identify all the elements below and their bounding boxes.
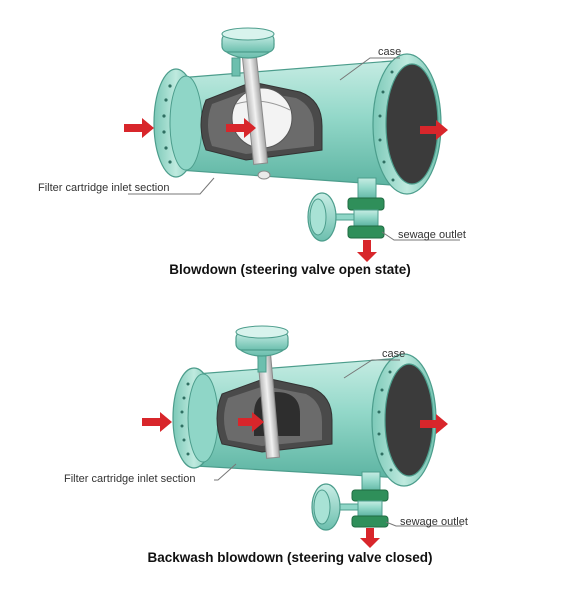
sewage-valve-2[interactable] (311, 471, 389, 531)
inlet-label: Filter cartridge inlet section (38, 182, 169, 194)
caption-blowdown: Blowdown (steering valve open state) (169, 262, 411, 277)
leader-lines (128, 57, 460, 241)
flow-arrows (124, 118, 448, 262)
case-label-2: case (382, 348, 405, 360)
flow-arrows-2 (142, 412, 448, 548)
handwheel-top-2[interactable] (235, 325, 289, 373)
outlet-arrow-2 (420, 414, 448, 434)
inner-arrow-2 (238, 412, 264, 432)
outlet-label-2: sewage outlet (400, 516, 468, 528)
outlet-arrow (420, 120, 448, 140)
diagram-blowdown-open: case Filter cartridge inlet section sewa… (38, 27, 466, 277)
inlet-arrow-2 (142, 412, 172, 432)
inlet-label-2: Filter cartridge inlet section (64, 473, 195, 485)
sewage-valve[interactable] (307, 177, 385, 242)
sewage-arrow (357, 240, 377, 262)
diagram-backwash-closed: case Filter cartridge inlet section sewa… (64, 325, 468, 565)
handwheel-top[interactable] (221, 27, 275, 77)
inlet-arrow (124, 118, 154, 138)
filter-housing (153, 53, 442, 195)
case-label: case (378, 46, 401, 58)
outlet-label: sewage outlet (398, 229, 466, 241)
filter-housing-2 (172, 351, 437, 487)
leader-lines-2 (214, 359, 462, 527)
sewage-arrow-2 (360, 528, 380, 548)
caption-backwash: Backwash blowdown (steering valve closed… (147, 550, 432, 565)
inner-arrow (226, 118, 256, 138)
